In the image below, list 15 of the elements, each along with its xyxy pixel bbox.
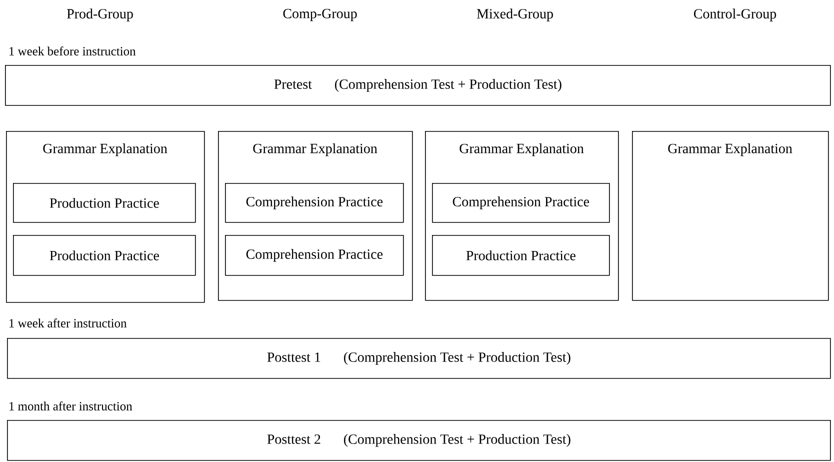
practice-box: Comprehension Practice — [225, 183, 404, 223]
test-band: Pretest (Comprehension Test + Production Test) — [5, 65, 831, 106]
practice-box: Production Practice — [432, 235, 610, 276]
practice-box: Comprehension Practice — [225, 235, 404, 276]
group-heading: Control-Group — [694, 8, 776, 22]
group-heading: Prod-Group — [66, 8, 133, 22]
test-band: Posttest 2 (Comprehension Test + Production Test) — [7, 420, 831, 461]
group-box: Grammar Explanation — [632, 131, 829, 301]
practice-box: Production Practice — [13, 235, 196, 276]
practice-box: Production Practice — [13, 183, 196, 223]
group-heading: Comp-Group — [283, 8, 357, 22]
group-heading: Mixed-Group — [476, 8, 553, 22]
practice-box: Comprehension Practice — [432, 183, 610, 223]
test-band: Posttest 1 (Comprehension Test + Production Test) — [7, 338, 831, 379]
time-note: 1 month after instruction — [10, 402, 132, 410]
